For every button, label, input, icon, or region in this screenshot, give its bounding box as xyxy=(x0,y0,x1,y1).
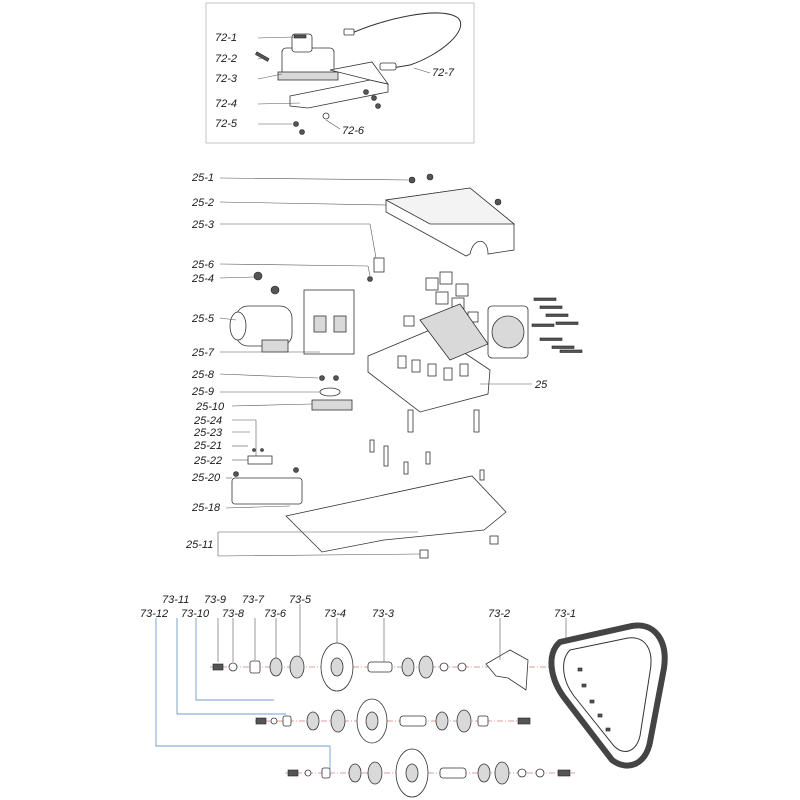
label-73-1: 73-1 xyxy=(554,608,576,620)
cable-plug xyxy=(379,62,397,71)
label-72-1: 72-1 xyxy=(215,32,237,44)
label-72-6: 72-6 xyxy=(342,125,365,137)
label-25-1: 25-1 xyxy=(191,172,214,184)
screw-25-8b xyxy=(333,375,339,381)
label-73-6: 73-6 xyxy=(264,608,287,620)
section-25-controller-assembly: 25-1 25-2 25-3 25-6 25-4 25-5 25-7 25 25… xyxy=(185,172,583,559)
label-25-18: 25-18 xyxy=(191,502,221,514)
row-3-parts xyxy=(287,748,571,798)
label-73-11: 73-11 xyxy=(162,594,189,606)
rubber-track-73-1 xyxy=(548,622,668,769)
spacer-25-3 xyxy=(373,257,385,273)
label-73-7: 73-7 xyxy=(242,594,265,606)
bracket-25-10 xyxy=(311,399,353,411)
label-25-22: 25-22 xyxy=(193,455,222,467)
label-72-3: 72-3 xyxy=(215,73,238,85)
label-25-3: 25-3 xyxy=(191,219,215,231)
base-plate xyxy=(285,475,507,553)
label-25-23: 25-23 xyxy=(193,427,223,439)
label-25-21: 25-21 xyxy=(193,440,222,452)
row-2-parts xyxy=(255,698,531,744)
bolt-25-4a xyxy=(253,271,263,281)
breaker-switch-b xyxy=(333,315,347,333)
bracket-lip xyxy=(329,61,389,85)
label-73-5: 73-5 xyxy=(289,594,312,606)
label-25: 25 xyxy=(534,379,548,391)
nut-72-5a xyxy=(293,121,299,127)
screw-25-20a xyxy=(233,471,239,477)
fan-rotor xyxy=(491,315,525,349)
screw-25-1b xyxy=(426,173,434,181)
screw-72-2 xyxy=(255,51,270,62)
label-25-4: 25-4 xyxy=(191,273,214,285)
label-73-12: 73-12 xyxy=(140,608,168,620)
bolt-25-4b xyxy=(270,285,280,295)
module-25-20 xyxy=(231,477,303,505)
label-72-4: 72-4 xyxy=(215,98,237,110)
washer-72-6 xyxy=(322,112,330,120)
fan-screws xyxy=(531,297,583,353)
section-72-ignition-assembly: 72-1 72-2 72-3 72-4 72-5 72-6 72-7 xyxy=(205,2,475,144)
breaker-switch-a xyxy=(313,315,327,333)
fuse-block xyxy=(247,448,273,465)
label-25-2: 25-2 xyxy=(191,197,214,209)
label-25-20: 25-20 xyxy=(191,472,221,484)
label-73-3: 73-3 xyxy=(372,608,395,620)
base-foot-right xyxy=(489,535,499,545)
coil-base xyxy=(277,71,339,81)
screw-25-20b xyxy=(293,467,299,473)
circuit-breaker-25-7 xyxy=(303,289,355,355)
label-72-5: 72-5 xyxy=(215,118,238,130)
label-73-4: 73-4 xyxy=(324,608,346,620)
label-25-24: 25-24 xyxy=(193,415,222,427)
label-73-9: 73-9 xyxy=(204,594,226,606)
screw-72-1 xyxy=(293,34,307,39)
label-73-10: 73-10 xyxy=(181,608,210,620)
label-25-10: 25-10 xyxy=(195,401,225,413)
solenoid-bracket xyxy=(261,339,289,353)
solenoid-cap xyxy=(229,311,247,341)
screw-25-8a xyxy=(319,375,325,381)
cable-72-7 xyxy=(349,12,461,69)
label-25-9: 25-9 xyxy=(191,386,214,398)
label-73-8: 73-8 xyxy=(222,608,245,620)
base-foot-bottom xyxy=(419,549,429,559)
mounting-bracket xyxy=(289,79,389,109)
terminal-blocks xyxy=(403,271,479,327)
capacitors xyxy=(397,355,469,381)
label-25-11: 25-11 xyxy=(185,539,213,551)
washer-25-9 xyxy=(319,387,341,397)
screw-72-x3 xyxy=(375,103,381,109)
label-25-8: 25-8 xyxy=(191,369,215,381)
label-25-5: 25-5 xyxy=(191,313,215,325)
coil-top xyxy=(291,33,313,53)
standoffs xyxy=(369,409,485,481)
label-72-2: 72-2 xyxy=(215,53,237,65)
screw-72-x2 xyxy=(371,95,377,101)
label-25-6: 25-6 xyxy=(191,259,215,271)
screw-25-1a xyxy=(408,176,416,184)
label-73-2: 73-2 xyxy=(488,608,510,620)
nut-72-5b xyxy=(299,129,305,135)
cable-end xyxy=(343,28,355,36)
label-72-7: 72-7 xyxy=(432,67,455,79)
screw-72-x1 xyxy=(363,89,369,95)
screw-cover-right xyxy=(494,198,502,206)
section-72-frame xyxy=(205,2,475,144)
top-cover-front xyxy=(384,187,516,225)
label-25-7: 25-7 xyxy=(191,347,215,359)
row-1-parts xyxy=(212,642,529,692)
screw-25-6 xyxy=(367,276,373,282)
section-73-track-drive: 73-11 73-9 73-7 73-5 73-12 73-10 73-8 73… xyxy=(140,594,668,798)
